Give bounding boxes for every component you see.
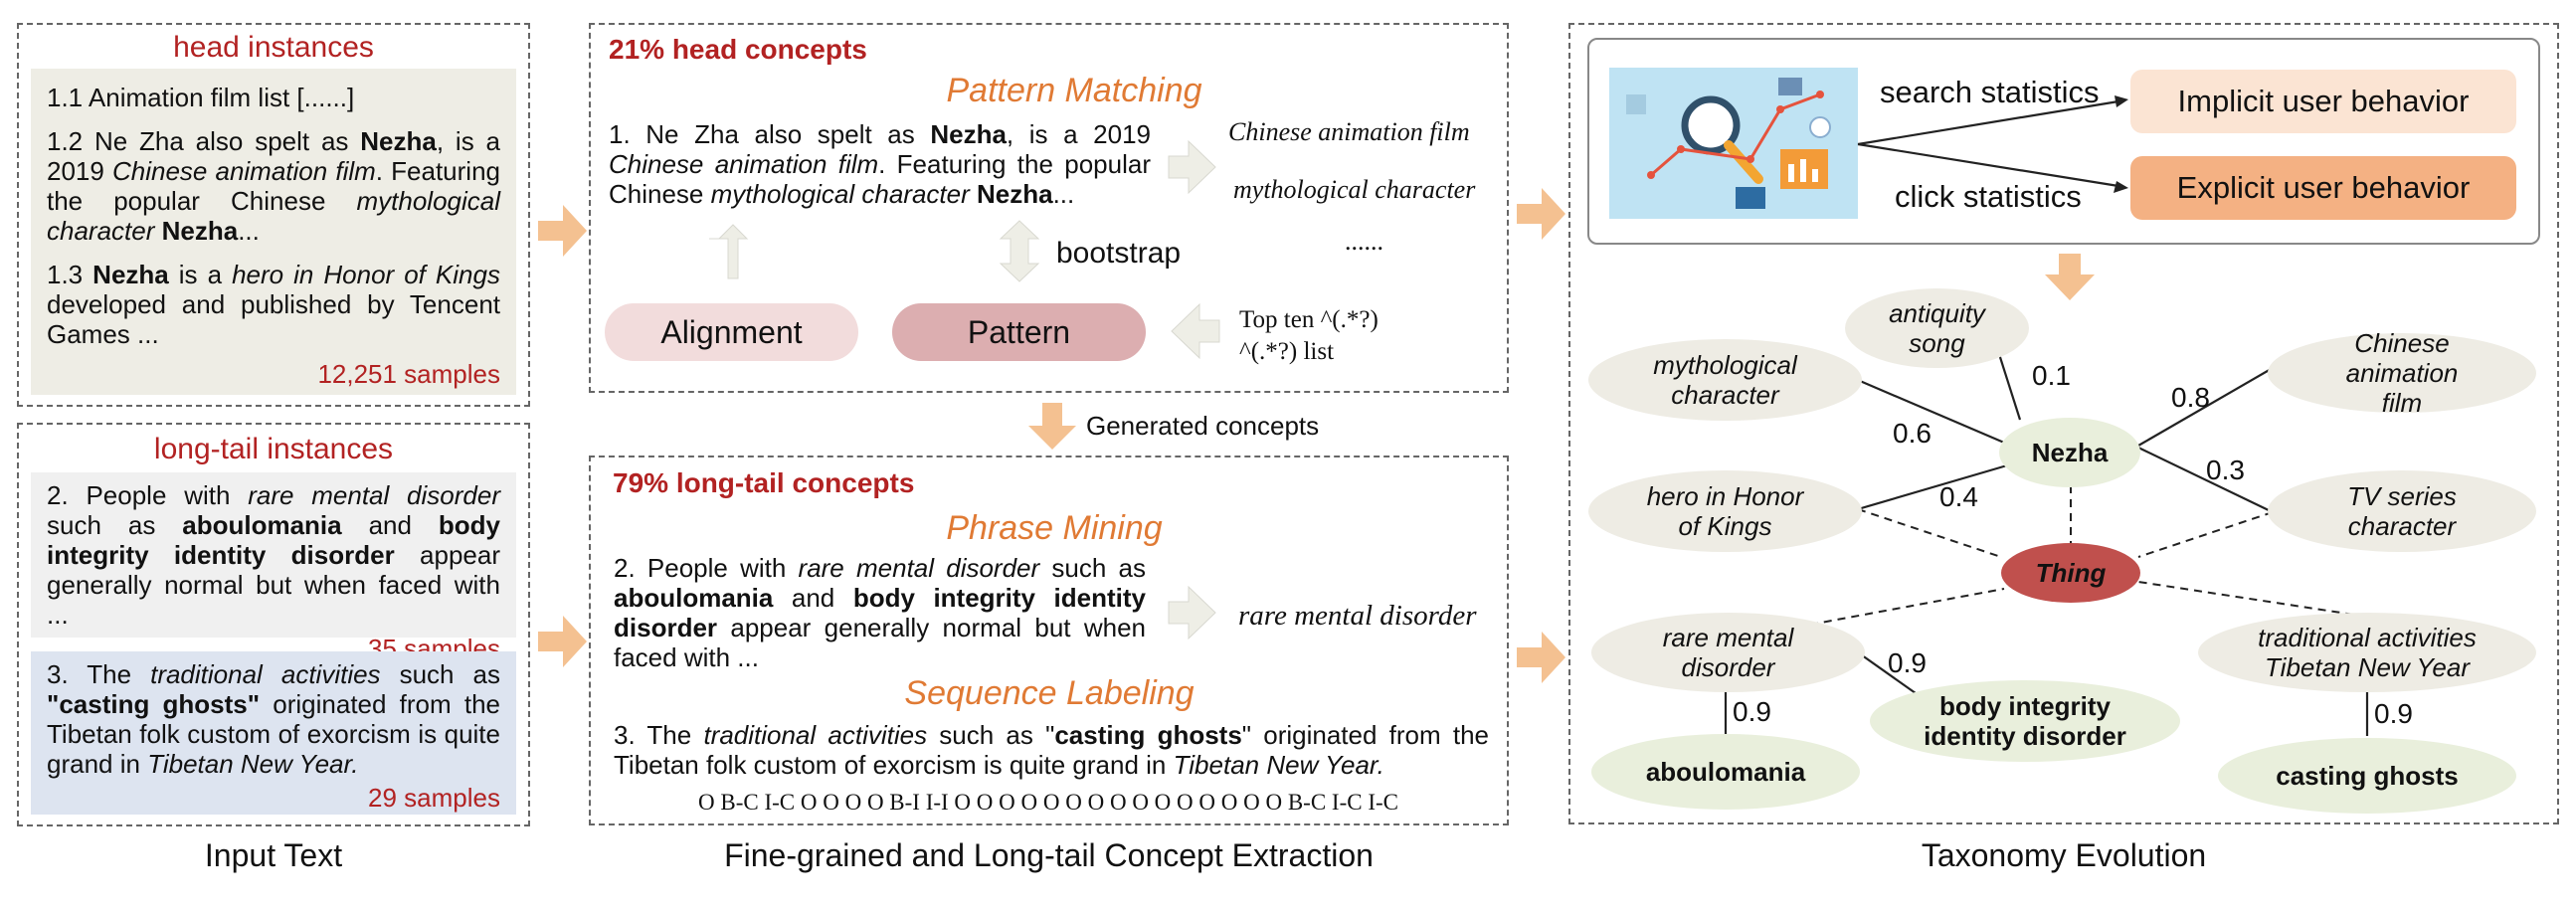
long-tail-concepts-panel: [589, 456, 1509, 825]
head-samples-count: 12,251 samples: [317, 359, 500, 389]
node-mythological-character: mythological character: [1588, 339, 1862, 421]
weight-antiquity: 0.1: [2032, 360, 2071, 391]
head-instances-box: 1.1 Animation film list [......] 1.2 Ne …: [31, 69, 516, 395]
edge-tv: [2137, 447, 2274, 513]
node-aboulomania: aboulomania: [1591, 734, 1860, 810]
magnifier-icon: [1681, 95, 1763, 184]
pattern-example-2: ^(.*?) list: [1239, 338, 1335, 365]
explicit-behavior-pill: Explicit user behavior: [2130, 156, 2516, 220]
edge-antiquity: [1997, 353, 2022, 421]
long-tail-box-1: 2. People with rare mental disorder such…: [31, 472, 516, 663]
arrow-pattern-left: [1171, 302, 1220, 360]
taxonomy-panel: [1568, 23, 2559, 824]
head-concepts-title: 21% head concepts: [609, 34, 867, 65]
sequence-labeling-title: Sequence Labeling: [904, 674, 1195, 712]
arrow-bootstrap: [999, 220, 1040, 282]
folder-icon: [1736, 187, 1765, 209]
arrow-tail-to-taxonomy: [1517, 632, 1565, 683]
edge-chinese-film: [2137, 367, 2274, 447]
alignment-pill: Alignment: [605, 303, 858, 361]
weight-tv: 0.3: [2206, 455, 2245, 485]
edge-tv-thing: [2137, 511, 2274, 558]
output-ellipsis: ......: [1345, 227, 1383, 256]
weight-casting: 0.9: [2374, 698, 2413, 729]
phrase-output: rare mental disorder: [1238, 600, 1477, 632]
weight-body: 0.9: [1888, 647, 1927, 678]
arrow-head-to-taxonomy: [1517, 188, 1565, 240]
pattern-matching-title: Pattern Matching: [946, 72, 1202, 109]
weight-chinese-film: 0.8: [2171, 382, 2210, 413]
node-antiquity-song: antiquity song: [1845, 288, 2029, 368]
edge-rare-thing: [1809, 588, 2005, 626]
head-instances-panel: head instances 1.1 Animation film list […: [17, 23, 530, 407]
phrase-mining-title: Phrase Mining: [946, 509, 1163, 547]
weight-hero: 0.4: [1939, 481, 1978, 512]
head-item-1: 1.1 Animation film list [......]: [47, 83, 355, 112]
taxonomy-caption: Taxonomy Evolution: [1921, 837, 2207, 873]
user-behavior-arrows: [1857, 99, 2119, 188]
sequence-tags: O B-C I-C O O O O B-I I-I O O O O O O O …: [698, 790, 1398, 815]
node-chinese-animation-film: Chinese animation film: [2268, 328, 2536, 418]
sequence-labeling-text: 3. The traditional activities such as "c…: [614, 720, 1489, 780]
tail-item-1: 2. People with rare mental disorder such…: [47, 480, 500, 630]
head-concepts-panel: [589, 23, 1509, 393]
node-nezha: Nezha: [1999, 418, 2140, 487]
node-tv-series-character: TV series character: [2268, 470, 2536, 552]
edge-hero-thing: [1857, 508, 2002, 558]
head-item-2: 1.2 Ne Zha also spelt as Nezha, is a 201…: [47, 126, 500, 246]
node-rare-mental-disorder: rare mental disorder: [1591, 613, 1865, 692]
long-tail-box-2: 3. The traditional activities such as "c…: [31, 651, 516, 815]
node-hero-honor-of-kings: hero in Honor of Kings: [1588, 470, 1862, 552]
pattern-example-1: Top ten ^(.*?): [1239, 306, 1379, 333]
tail-samples-2: 29 samples: [368, 783, 500, 813]
bootstrap-label: bootstrap: [1056, 237, 1182, 270]
cloud-icon: [1809, 116, 1831, 138]
edge-traditional-thing: [2137, 581, 2368, 618]
node-traditional-activities: traditional activities Tibetan New Year: [2198, 613, 2536, 692]
arrow-generated-concepts: [1028, 403, 1076, 450]
arrow-input-to-head: [538, 205, 587, 257]
arrow-input-to-tail: [538, 616, 587, 667]
node-thing: Thing: [2001, 543, 2140, 603]
long-tail-instances-panel: long-tail instances 2. People with rare …: [17, 423, 530, 826]
implicit-behavior-pill: Implicit user behavior: [2130, 70, 2516, 133]
tail-item-2: 3. The traditional activities such as "c…: [47, 659, 501, 779]
user-behavior-box: [1587, 38, 2540, 245]
click-statistics-label: click statistics: [1895, 179, 2082, 214]
arrow-alignment-up: [709, 224, 749, 279]
output-concept-2: mythological character: [1233, 175, 1476, 204]
node-body-integrity: body integrity identity disorder: [1870, 680, 2180, 762]
arrow-user-to-taxonomy: [2045, 254, 2095, 300]
long-tail-instances-title: long-tail instances: [153, 433, 394, 465]
head-concepts-text: 1. Ne Zha also spelt as Nezha, is a 2019…: [609, 119, 1151, 209]
edge-mythological: [1859, 379, 2005, 445]
long-tail-concepts-title: 79% long-tail concepts: [613, 467, 915, 498]
long-tail-concepts-text: 2. People with rare mental disorder such…: [614, 553, 1147, 672]
weight-mythological: 0.6: [1893, 418, 1932, 449]
extraction-caption: Fine-grained and Long-tail Concept Extra…: [724, 837, 1374, 873]
output-concept-1: Chinese animation film: [1228, 117, 1470, 146]
input-text-caption: Input Text: [204, 837, 343, 873]
weight-aboulomania: 0.9: [1733, 696, 1771, 727]
node-casting-ghosts: casting ghosts: [2218, 738, 2516, 814]
pattern-pill: Pattern: [892, 303, 1146, 361]
head-instances-title: head instances: [173, 31, 374, 64]
arrow-phrase-output: [1168, 585, 1216, 640]
generated-concepts-label: Generated concepts: [1086, 411, 1320, 441]
head-item-3: 1.3 Nezha is a hero in Honor of Kings de…: [47, 260, 500, 349]
arrow-text-to-output: [1168, 139, 1216, 195]
search-statistics-label: search statistics: [1880, 75, 2100, 109]
edge-hero: [1857, 463, 2008, 511]
